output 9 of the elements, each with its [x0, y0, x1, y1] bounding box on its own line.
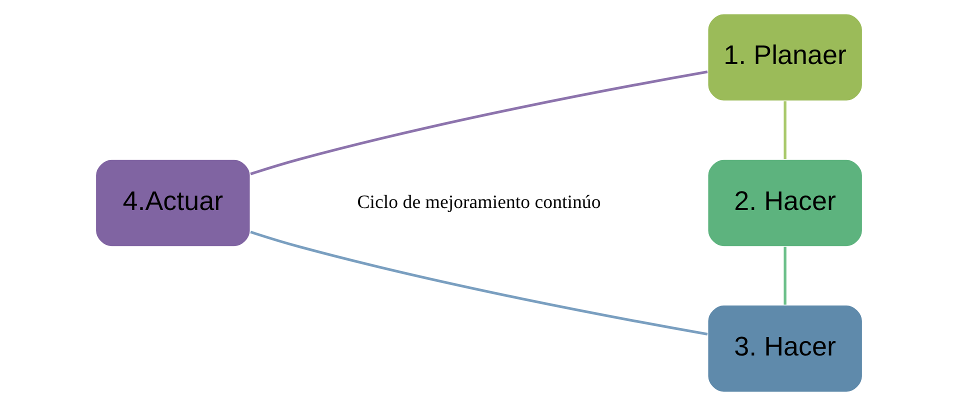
connector	[783, 101, 786, 160]
node-box: 3. Hacer	[706, 304, 863, 394]
label: Ciclo de mejoramiento continúo	[356, 192, 600, 213]
connector	[250, 70, 708, 176]
node-box: 1. Planaer	[706, 12, 863, 102]
connector	[250, 230, 708, 336]
connector	[783, 246, 786, 305]
node-box: 2. Hacer	[706, 158, 863, 248]
node-box: 4.Actuar	[94, 158, 251, 248]
